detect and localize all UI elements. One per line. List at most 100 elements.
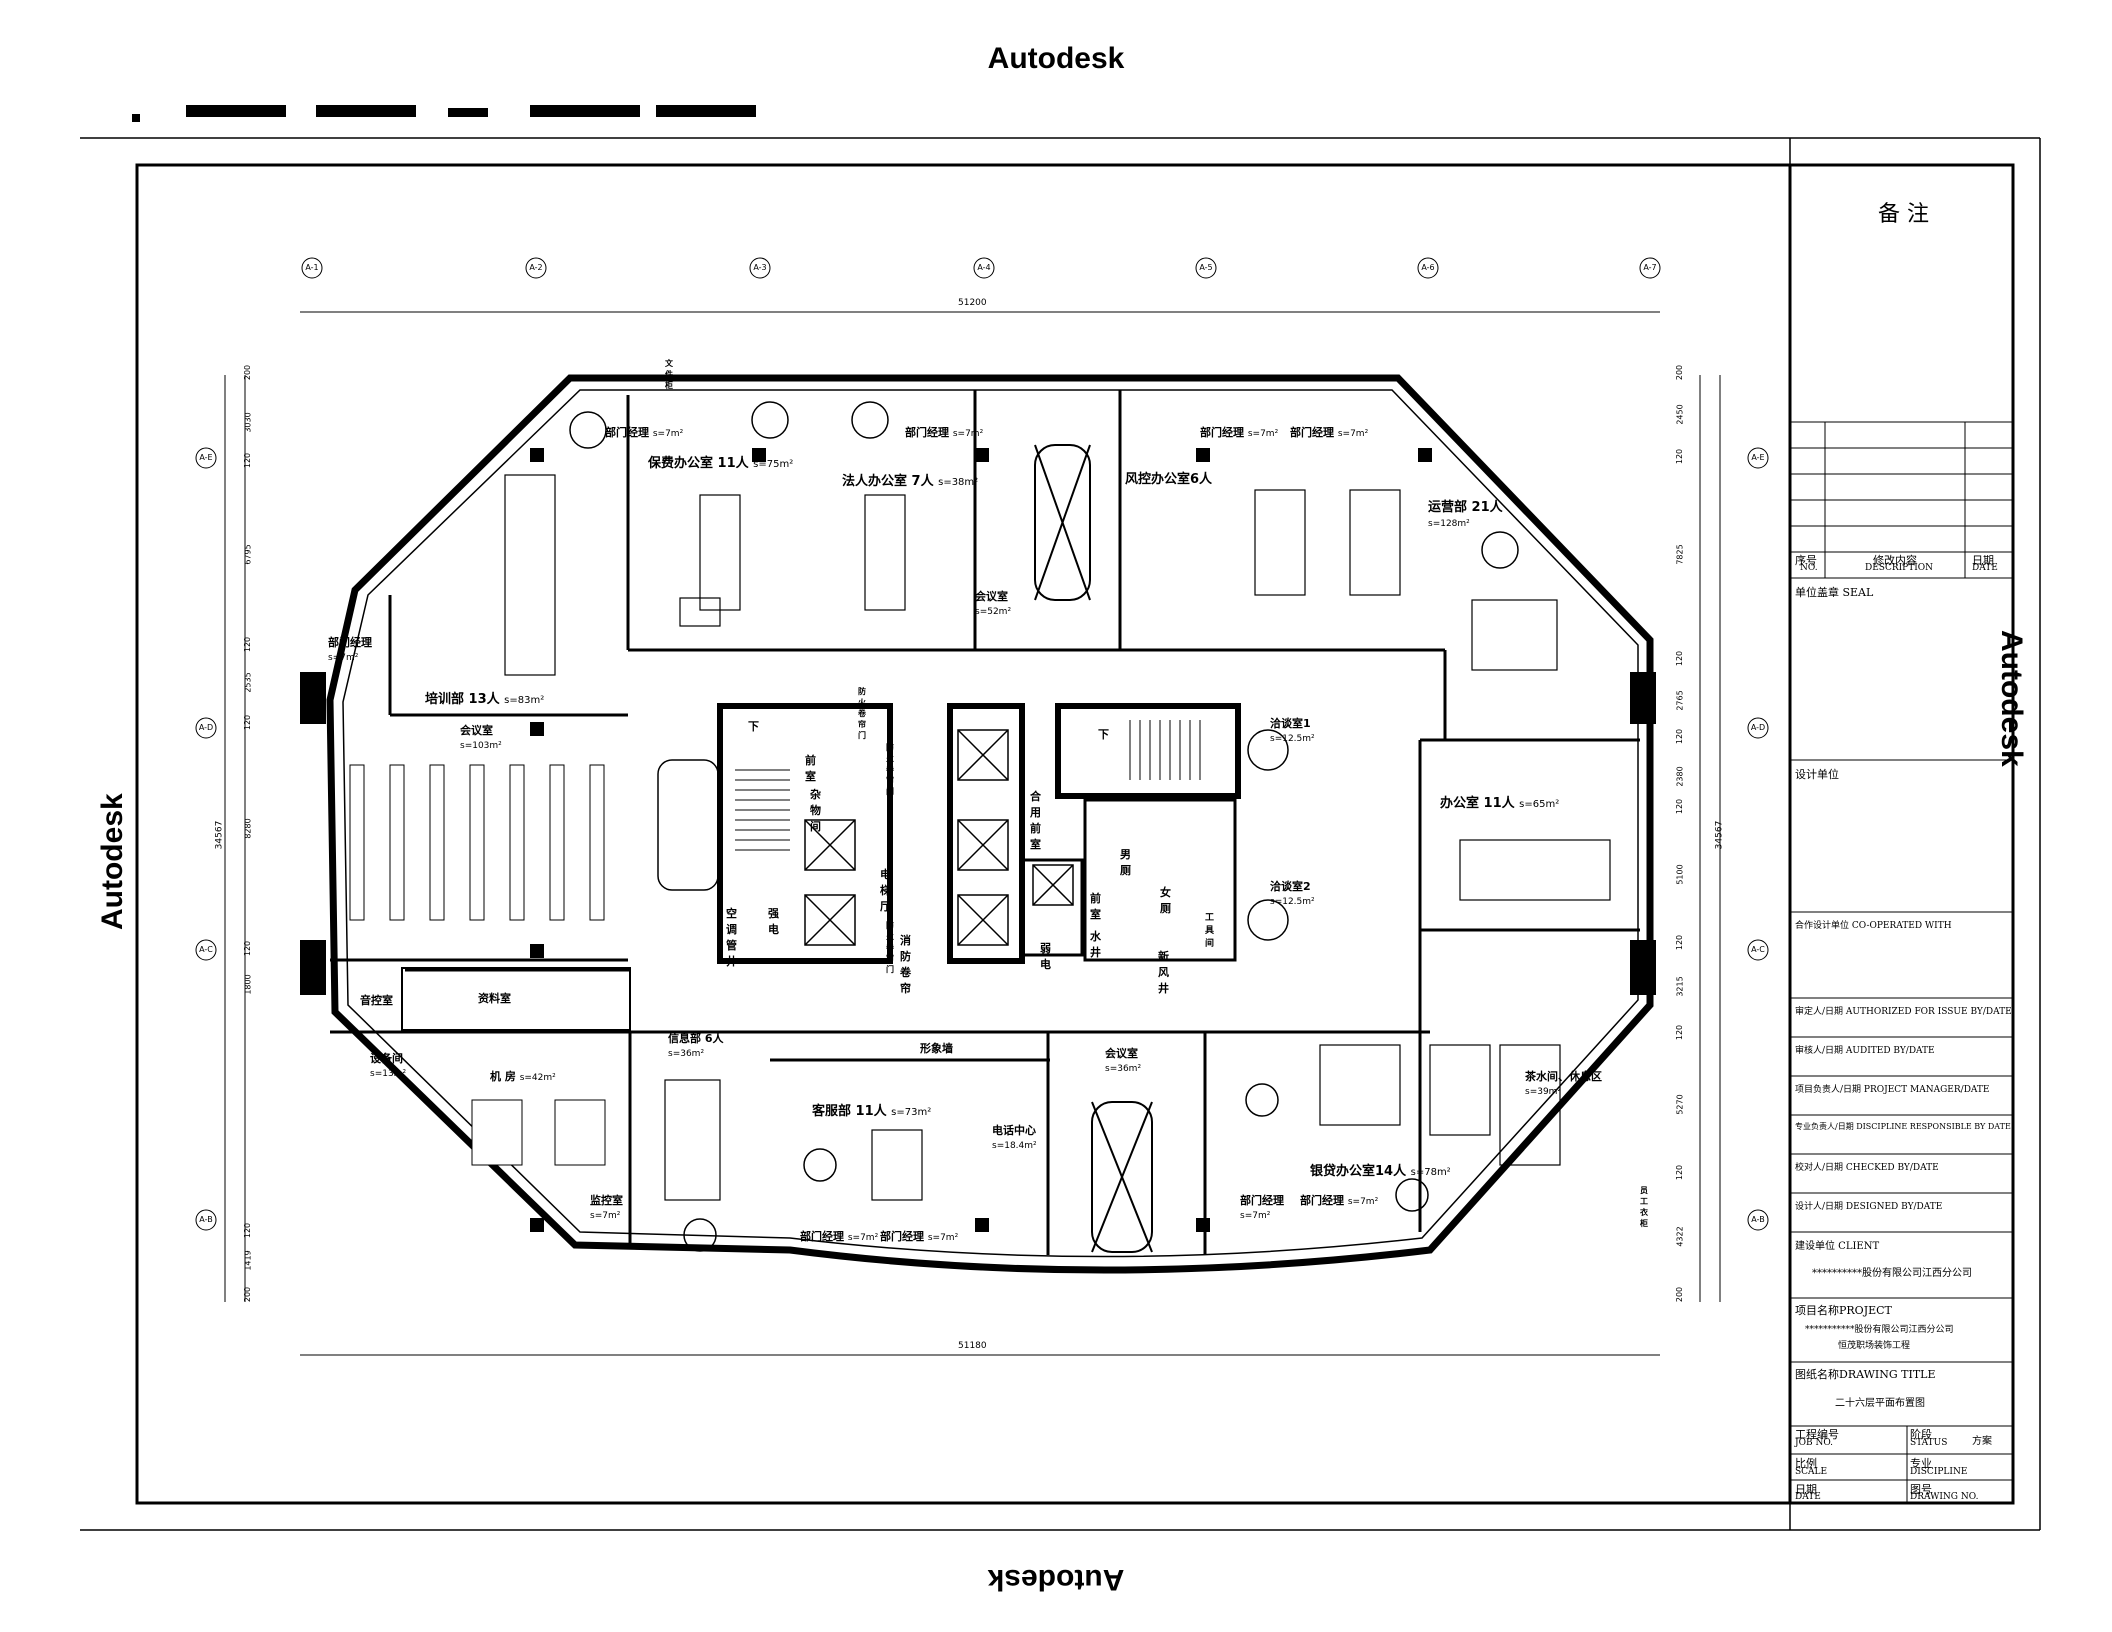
dim-value: 120 [1675, 728, 1685, 745]
design-unit-label: 设计单位 [1795, 768, 1839, 781]
grid-label: A-3 [753, 263, 767, 272]
status-value: 方案 [1972, 1436, 1992, 1447]
interior-wall-line [342, 389, 1639, 1258]
room-label: 音控室 [360, 994, 393, 1007]
co-designer-label: 合作设计单位 CO-OPERATED WITH [1795, 921, 1952, 931]
grid-label: A-1 [305, 263, 319, 272]
room-label: 部门经理 s=7m² [1200, 426, 1279, 439]
dim-value: 4322 [1675, 1226, 1685, 1247]
grid-label: A-C [1751, 945, 1765, 954]
dim-right-total: 34567 [1714, 820, 1725, 850]
seq-no-label: 序号 [1795, 554, 1817, 567]
core-stair-a [717, 703, 893, 964]
drawing-no-label: 图号 [1910, 1483, 1932, 1496]
workstations [504, 474, 1611, 1201]
drawing-no-en: DRAWING NO. [1910, 1492, 1979, 1502]
job-no-en: JOB NO. [1795, 1438, 1834, 1448]
authorized-label: 审定人/日期 AUTHORIZED FOR ISSUE BY/DATE [1795, 1007, 2012, 1017]
dim-value: 120 [1675, 1024, 1685, 1041]
dim-value: 1800 [243, 974, 253, 995]
dim-value: 120 [1675, 934, 1685, 951]
core-label: 女厕 [1160, 886, 1171, 915]
room-label: 风控办公室6人 [1125, 472, 1213, 487]
room-label: 法人办公室 7人 s=38m² [842, 474, 979, 489]
core-stair-b [1055, 703, 1241, 799]
dim-value: 2535 [243, 672, 253, 693]
scale-label: 比例 [1795, 1457, 1817, 1470]
grid-label: A-B [1751, 1215, 1765, 1224]
core-label: 防火卷帘门 [858, 687, 866, 740]
dim-value: 6795 [243, 544, 253, 565]
core-label: 强电 [768, 907, 779, 936]
dim-value: 120 [1675, 650, 1685, 667]
drawing-title-label: 图纸名称DRAWING TITLE [1795, 1368, 1936, 1381]
core-label: 防火卷帘门 [886, 921, 894, 974]
core-label: 水井 [1090, 930, 1101, 959]
project-value-1: ***********股份有限公司江西分公司 [1805, 1325, 1954, 1335]
scale-en: SCALE [1795, 1467, 1828, 1477]
job-no-label: 工程编号 [1795, 1428, 1839, 1441]
core-label: 下 [748, 720, 759, 733]
remarks-heading: 备 注 [1878, 202, 1929, 227]
seq-no-en: NO. [1800, 563, 1818, 573]
core-label: 弱电 [1040, 942, 1051, 971]
core-label: 防火卷帘门 [886, 743, 894, 796]
room-label: 客服部 11人 s=73m² [812, 1104, 932, 1119]
core-label: 下 [1098, 728, 1109, 741]
core-label: 员工衣柜 [1640, 1186, 1648, 1228]
meeting-chairs [349, 764, 605, 921]
dim-value: 200 [1675, 1286, 1685, 1303]
revision-en: DESCRIPTION [1865, 563, 1934, 573]
seal-label: 单位盖章 SEAL [1795, 586, 1874, 599]
room-label: 资料室 [478, 992, 511, 1005]
dim-value: 120 [1675, 798, 1685, 815]
date2-label: 日期 [1795, 1483, 1817, 1496]
project-value-2: 恒茂职场装饰工程 [1838, 1341, 1911, 1351]
dim-value: 1419 [243, 1250, 253, 1271]
core-toilets [1083, 798, 1237, 962]
grid-label: A-E [1751, 453, 1765, 462]
room-label: 部门经理 s=7m² [905, 426, 984, 439]
dim-value: 120 [1675, 448, 1685, 465]
dim-value: 3215 [1675, 976, 1685, 997]
grid-label: A-D [1750, 723, 1766, 732]
lobby-sofa [657, 759, 719, 891]
partitions [330, 390, 1640, 1255]
grid-bubbles [195, 257, 1769, 1231]
status-en: STATUS [1910, 1438, 1948, 1448]
audited-label: 审核人/日期 AUDITED BY/DATE [1795, 1046, 1935, 1056]
room-label: 机 房 s=42m² [490, 1070, 556, 1083]
room-label: 形象墙 [920, 1042, 953, 1055]
dim-value: 200 [243, 364, 253, 381]
room-label: 部门经理 s=7m² [1300, 1194, 1379, 1207]
grid-label: A-B [199, 1215, 213, 1224]
grid-label: A-D [198, 723, 214, 732]
dim-value: 3030 [243, 412, 253, 433]
stair-treads [735, 720, 1201, 851]
core-label: 空调管井 [726, 907, 737, 968]
core-label: 合用前室 [1030, 790, 1041, 851]
grid-label: A-2 [529, 263, 543, 272]
project-manager-label: 项目负责人/日期 PROJECT MANAGER/DATE [1795, 1085, 1990, 1095]
dim-value: 120 [243, 940, 253, 957]
core-label: 消防卷帘 [900, 934, 911, 995]
discipline-en: DISCIPLINE [1910, 1467, 1968, 1477]
project-label: 项目名称PROJECT [1795, 1304, 1892, 1317]
core-elevator-c [1020, 858, 1084, 957]
dimension-lines [224, 311, 1721, 1356]
title-block-grid [1790, 421, 2013, 1503]
elevator-cars [804, 729, 1074, 946]
checked-label: 校对人/日期 CHECKED BY/DATE [1795, 1163, 1939, 1173]
dim-left-total: 34567 [214, 820, 225, 850]
discipline-resp-label: 专业负责人/日期 DISCIPLINE RESPONSIBLE BY DATE [1795, 1122, 2011, 1131]
room-label: 部门经理 s=7m² [605, 426, 684, 439]
